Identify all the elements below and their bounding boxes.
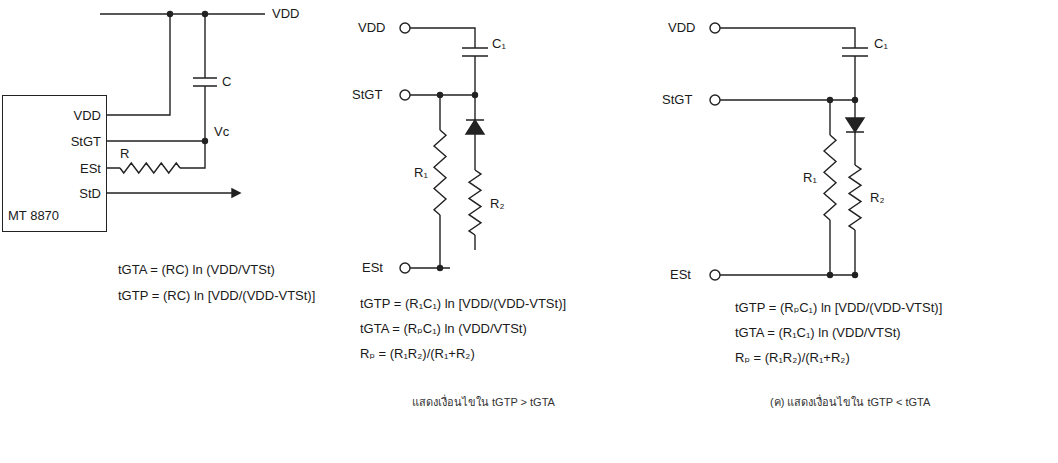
pin-label: StGT bbox=[71, 134, 101, 150]
terminal-label: VDD bbox=[358, 20, 385, 36]
resistor-symbol bbox=[824, 135, 836, 220]
terminal bbox=[400, 23, 410, 33]
formula: tGTP = (RₚC₁) ln [VDD/(VDD-VTSt)] bbox=[735, 300, 942, 316]
pin-label: ESt bbox=[80, 161, 101, 177]
component-label: R₂ bbox=[870, 190, 884, 206]
junction-dot bbox=[473, 93, 478, 98]
terminal bbox=[710, 23, 720, 33]
net-label: VDD bbox=[272, 6, 299, 22]
terminal bbox=[400, 90, 410, 100]
junction-dot bbox=[168, 12, 173, 17]
resistor-symbol bbox=[120, 163, 180, 173]
chip-name: MT 8870 bbox=[8, 208, 59, 224]
resistor-symbols bbox=[120, 130, 861, 235]
formula: tGTP = (RC) ln [VDD/(VDD-VTSt)] bbox=[118, 288, 315, 304]
caption: แสดงเงื่อนไขใน tGTP > tGTA bbox=[412, 394, 555, 410]
pin-label: StD bbox=[79, 186, 101, 202]
junction-dot bbox=[828, 98, 833, 103]
junction-dot bbox=[203, 12, 208, 17]
diode-symbol bbox=[846, 118, 864, 132]
junction-dot bbox=[438, 93, 443, 98]
formula: tGTP = (R₁C₁) ln [VDD/(VDD-VTSt)] bbox=[360, 296, 566, 312]
component-label: C bbox=[222, 74, 231, 90]
wire bbox=[100, 14, 265, 193]
component-label: C₁ bbox=[492, 36, 506, 52]
component-label: R₂ bbox=[490, 196, 504, 212]
formula: tGTA = (R₁C₁) ln (VDD/VTSt) bbox=[735, 325, 901, 341]
formula: Rₚ = (R₁R₂)/(R₁+R₂) bbox=[360, 346, 475, 362]
caption: (ค) แสดงเงื่อนไขใน tGTP < tGTA bbox=[770, 394, 930, 410]
terminal-label: StGT bbox=[662, 92, 692, 108]
junction-dot bbox=[853, 273, 858, 278]
component-label: R₁ bbox=[414, 165, 428, 181]
resistor-symbol bbox=[469, 170, 481, 235]
junction-dot bbox=[828, 273, 833, 278]
component-label: R₁ bbox=[803, 170, 817, 186]
terminal-label: ESt bbox=[362, 260, 383, 276]
component-label: C₁ bbox=[874, 36, 888, 52]
resistor-symbol bbox=[849, 165, 861, 230]
node-label: Vc bbox=[214, 124, 229, 140]
terminal-label: VDD bbox=[668, 20, 695, 36]
formula: tGTA = (RC) ln (VDD/VTSt) bbox=[118, 262, 275, 278]
formula: Rₚ = (R₁R₂)/(R₁+R₂) bbox=[735, 350, 850, 366]
terminal-label: ESt bbox=[670, 267, 691, 283]
component-label: R bbox=[120, 146, 129, 162]
wire bbox=[410, 28, 488, 268]
terminal bbox=[710, 270, 720, 280]
resistor-symbol bbox=[434, 130, 446, 215]
arrow-head bbox=[232, 189, 240, 197]
formula: tGTA = (RₚC₁) ln (VDD/VTSt) bbox=[360, 321, 527, 337]
terminal bbox=[400, 263, 410, 273]
terminal-label: StGT bbox=[352, 87, 382, 103]
junction-dot bbox=[203, 139, 208, 144]
wire bbox=[720, 28, 868, 275]
pin-label: VDD bbox=[74, 108, 101, 124]
terminal bbox=[710, 95, 720, 105]
diode-symbol bbox=[466, 120, 484, 134]
junction-dot bbox=[853, 98, 858, 103]
junction-dot bbox=[438, 266, 443, 271]
chip-box: VDD StGT EStStD MT 8870 bbox=[2, 95, 107, 232]
